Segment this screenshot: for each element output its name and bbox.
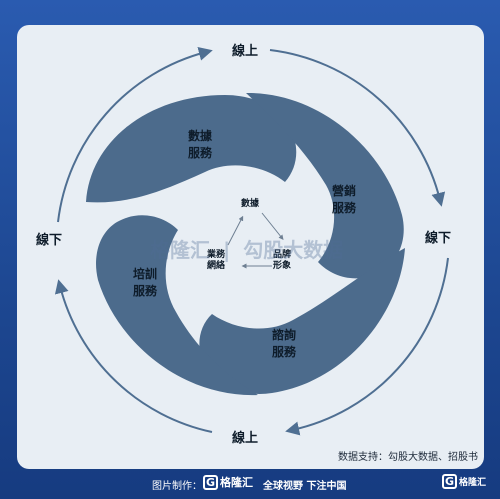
blade-data-service <box>86 95 297 203</box>
footer-right-logo: G 格隆汇 <box>442 474 486 489</box>
outer-arrow-right-bottom <box>285 257 449 436</box>
label-offline-left: 線下 <box>36 233 63 248</box>
blade-label-training-service: 培訓 服務 <box>133 267 158 298</box>
source-note: 数据支持：勾股大数据、招股书 <box>338 452 478 463</box>
center-label-business-network: 業務 網絡 <box>207 250 226 271</box>
blade-label-marketing-service: 營銷 服務 <box>332 184 357 215</box>
center-arrow-left <box>227 215 244 246</box>
footer-credit: 图片制作： <box>152 481 202 492</box>
center-label-data: 數據 <box>241 199 260 209</box>
g-logo-icon-right: G <box>442 474 457 489</box>
footer-slogan: 全球视野 下注中国 <box>263 481 347 492</box>
blade-label-data-service: 數據 服務 <box>188 129 213 160</box>
center-label-brand-image: 品牌 形象 <box>273 250 292 271</box>
blade-marketing-service <box>246 92 404 279</box>
footer-logo: G 格隆汇 <box>203 474 253 490</box>
footer-right-brand: 格隆汇 <box>459 478 487 488</box>
label-online-bottom: 線上 <box>232 431 259 446</box>
watermark-separator: | <box>222 238 231 262</box>
footer-brand: 格隆汇 <box>220 476 253 489</box>
center-arrow-right <box>261 212 284 240</box>
outer-arrow-bottom-left <box>54 279 213 433</box>
blade-training-service <box>96 215 259 396</box>
watermark-partner: 勾股大数据 <box>243 238 344 262</box>
outer-arrow-left-top <box>57 47 213 223</box>
blade-label-consulting-service: 諮詢 服務 <box>272 328 297 359</box>
label-online-top: 線上 <box>232 44 259 59</box>
label-offline-right: 線下 <box>425 231 452 246</box>
outer-arrow-top-right <box>269 49 446 207</box>
watermark-brand: 格隆汇 <box>150 238 210 262</box>
blade-consulting-service <box>199 248 405 394</box>
g-logo-icon: G <box>203 474 218 490</box>
watermark: 格隆汇 | 勾股大数据 <box>150 234 343 263</box>
